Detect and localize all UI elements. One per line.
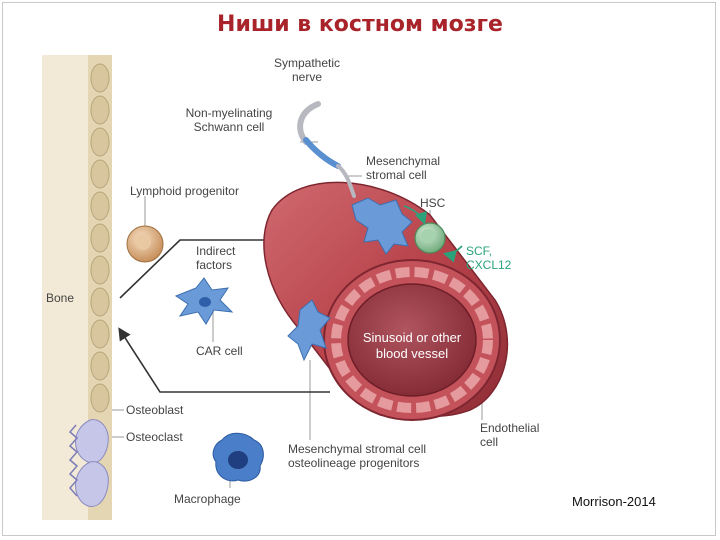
macrophage-nucleus (228, 451, 248, 469)
arrow-icon (403, 205, 428, 226)
label-msc-osteolineage: Mesenchymal stromal cell osteolineage pr… (288, 442, 427, 470)
label-indirect-factors: Indirect factors (196, 244, 236, 272)
blood-vessel (263, 181, 509, 421)
car-cell-nucleus (199, 297, 211, 307)
label-mesenchymal-stromal-cell: Mesenchymal stromal cell (366, 154, 441, 182)
label-lymphoid-progenitor: Lymphoid progenitor (130, 184, 239, 198)
arrow-icon (442, 245, 463, 263)
label-bone: Bone (46, 291, 75, 305)
label-hsc: HSC (420, 196, 446, 210)
mesenchymal-stromal-cell (351, 197, 413, 255)
label-sympathetic-nerve: Sympathetic nerve (273, 56, 341, 84)
label-scf-cxcl12: SCF, CXCL12 (466, 244, 512, 272)
label-schwann-cell: Non-myelinating Schwann cell (185, 106, 273, 134)
label-macrophage: Macrophage (174, 492, 241, 506)
label-osteoblast: Osteoblast (126, 403, 184, 417)
slide-title: Ниши в костном мозге (217, 12, 503, 37)
label-sinusoid: Sinusoid or other blood vessel (362, 330, 462, 361)
hsc-nucleus (421, 229, 435, 243)
label-osteoclast: Osteoclast (126, 430, 183, 444)
bone-strip (42, 55, 112, 520)
lymphoid-nucleus (135, 234, 151, 250)
label-endothelial-cell: Endothelial cell (480, 421, 540, 449)
osteolineage-progenitor-cell (287, 299, 331, 362)
sympathetic-nerve (297, 101, 356, 198)
label-car-cell: CAR cell (196, 344, 243, 358)
credit-text: Morrison-2014 (572, 494, 656, 509)
